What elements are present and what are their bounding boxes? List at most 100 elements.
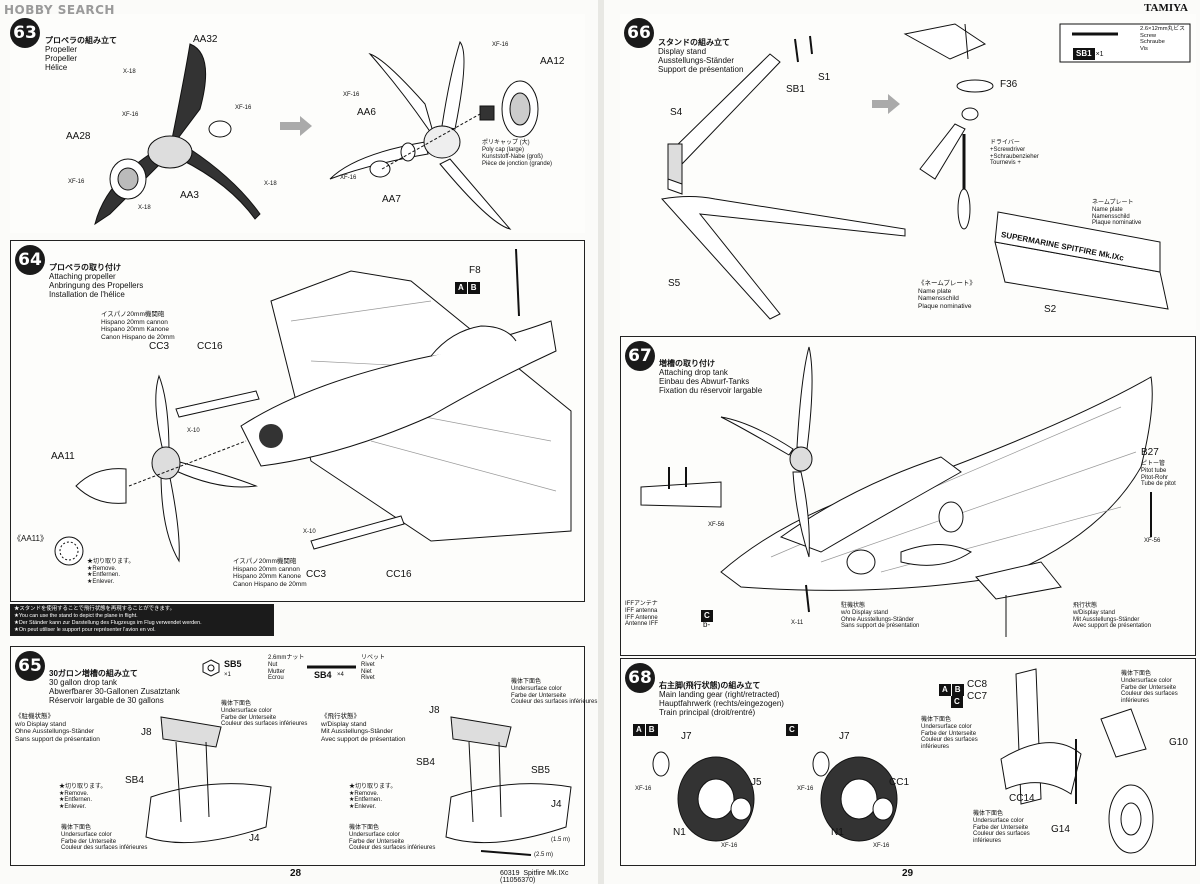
label-aa11-detail: 《AA11》 xyxy=(13,534,48,543)
nameplate-top-caption: ネームプレート Name plate Namensschild Plaque n… xyxy=(1092,200,1142,227)
label-25m: (2.5 m) xyxy=(534,852,554,858)
with-stand-caption-67: 飛行状態 w/Display stand Mit Ausstellungs-St… xyxy=(1073,603,1151,630)
label-b-part: b- xyxy=(703,620,711,629)
label-cc16-top: CC16 xyxy=(197,341,223,352)
iff-caption: IFFアンテナ IFF antenna IFF Antenne Antenne … xyxy=(625,601,659,628)
label-xf16-e: XF-16 xyxy=(343,92,360,98)
step-68-drawing xyxy=(652,668,1154,854)
box-a-68: A xyxy=(633,724,645,736)
label-sb5-hdr: SB5 xyxy=(224,659,242,669)
brand-logo: TAMIYA xyxy=(1144,2,1189,14)
box-a-68b: A xyxy=(939,684,951,696)
label-xf56-right: XF-56 xyxy=(1144,538,1161,544)
label-aa12: AA12 xyxy=(540,56,565,67)
label-b27: B27 xyxy=(1141,447,1159,458)
label-aa7: AA7 xyxy=(382,194,401,205)
label-cc14: CC14 xyxy=(1009,793,1035,804)
box-c-68: C xyxy=(786,724,798,736)
label-15m: (1.5 m) xyxy=(551,837,571,843)
page-number-right: 29 xyxy=(902,868,914,879)
label-sb1: SB1 xyxy=(786,84,805,95)
cannon-caption-top: イスパノ20mm機関砲 Hispano 20mm cannon Hispano … xyxy=(101,311,175,341)
step-67-number: 67 xyxy=(625,341,655,371)
label-xf16-b: XF-16 xyxy=(235,105,252,111)
step-63-drawing xyxy=(94,40,539,230)
watermark: HOBBY SEARCH xyxy=(4,3,115,17)
polycap-caption: ポリキャップ (大) Poly cap (large) Kunststoff-N… xyxy=(482,140,553,167)
step-68-number: 68 xyxy=(625,663,655,693)
label-s2: S2 xyxy=(1044,304,1057,315)
undersurface-caption-br: 機体下面色 Undersurface color Farbe der Unter… xyxy=(349,825,436,852)
box-c: C xyxy=(701,610,713,622)
label-x18-b: X-18 xyxy=(138,205,151,211)
label-g14: G14 xyxy=(1051,824,1070,835)
label-cc3-top: CC3 xyxy=(149,341,170,352)
with-stand-caption: 《飛行状態》 w/Display stand Mit Ausstellungs-… xyxy=(321,713,406,743)
step-65-number: 65 xyxy=(15,651,45,681)
label-xf16-68a: XF-16 xyxy=(635,786,652,792)
step-63-number: 63 xyxy=(10,18,40,48)
label-aa3: AA3 xyxy=(180,190,199,201)
label-g10: G10 xyxy=(1169,737,1188,748)
label-j4-left: J4 xyxy=(249,833,260,844)
label-cc7: CC7 xyxy=(967,691,988,702)
remove-caption-left: ★切り取ります。 ★Remove. ★Entfernen. ★Enlever. xyxy=(59,784,107,810)
label-aa6: AA6 xyxy=(357,107,376,118)
remove-caption-64: ★切り取ります。 ★Remove. ★Entfernen. ★Enlever. xyxy=(87,559,135,585)
no-stand-caption: 《駐機状態》 w/o Display stand Ohne Ausstellun… xyxy=(15,713,100,743)
label-xf16-68d: XF-16 xyxy=(873,843,890,849)
sb1-box: SB1 xyxy=(1073,48,1095,60)
page-number-left: 28 xyxy=(290,868,302,879)
label-sb4-hdr: SB4 xyxy=(314,670,332,680)
label-s4: S4 xyxy=(670,107,683,118)
label-sb5-right: SB5 xyxy=(531,765,550,776)
label-sb5-qty: ×1 xyxy=(224,672,231,678)
label-x10-top: X-10 xyxy=(187,428,200,434)
undersurface-caption-top: 機体下面色 Undersurface color Farbe der Unter… xyxy=(511,679,598,706)
label-cc8: CC8 xyxy=(967,679,988,690)
box-c-68b: C xyxy=(951,696,963,708)
step-65-drawing xyxy=(145,659,572,856)
undersurface-caption-left: 機体下面色 Undersurface color Farbe der Unter… xyxy=(221,701,308,728)
step-66-drawing xyxy=(661,23,1191,320)
label-xf16-c: XF-16 xyxy=(68,179,85,185)
nameplate-caption: 《ネームプレート》 Name plate Namensschild Plaque… xyxy=(918,280,976,310)
rivet-caption: リベット Rivet Niet Rivet xyxy=(361,655,386,682)
screw-caption: 2.6×12mm丸ビス Screw Schraube Vis xyxy=(1140,26,1185,52)
label-j5: J5 xyxy=(751,777,762,788)
step-64-drawing xyxy=(54,248,572,566)
box-b-68: B xyxy=(645,724,658,736)
sb1-qty: ×1 xyxy=(1095,51,1104,58)
footer-left: 60319 Spitfire Mk.IXc (11056370) xyxy=(500,870,569,884)
label-x11: X-11 xyxy=(791,620,804,626)
label-xf16-f: XF-16 xyxy=(340,175,357,181)
no-stand-caption-67: 駐機状態 w/o Display stand Ohne Ausstellungs… xyxy=(841,603,920,630)
screwdriver-caption: ドライバー +Screwdriver +Schraubenzieher Tour… xyxy=(990,140,1039,167)
version-c-box-68b: C xyxy=(951,691,964,709)
label-f36: F36 xyxy=(1000,79,1018,90)
cannon-caption-bottom: イスパノ20mm機関砲 Hispano 20mm cannon Hispano … xyxy=(233,558,307,588)
label-aa28: AA28 xyxy=(66,131,91,142)
gutter xyxy=(598,0,604,884)
label-n1-a: N1 xyxy=(673,827,686,838)
label-xf56-left: XF-56 xyxy=(708,522,725,528)
box-a: A xyxy=(455,282,467,294)
label-xf16-68c: XF-16 xyxy=(721,843,738,849)
label-j4-right: J4 xyxy=(551,799,562,810)
version-c-box-68: C xyxy=(786,719,799,737)
label-sb4-left: SB4 xyxy=(125,775,144,786)
label-j8-left: J8 xyxy=(141,727,152,738)
label-x10-bottom: X-10 xyxy=(303,529,316,535)
